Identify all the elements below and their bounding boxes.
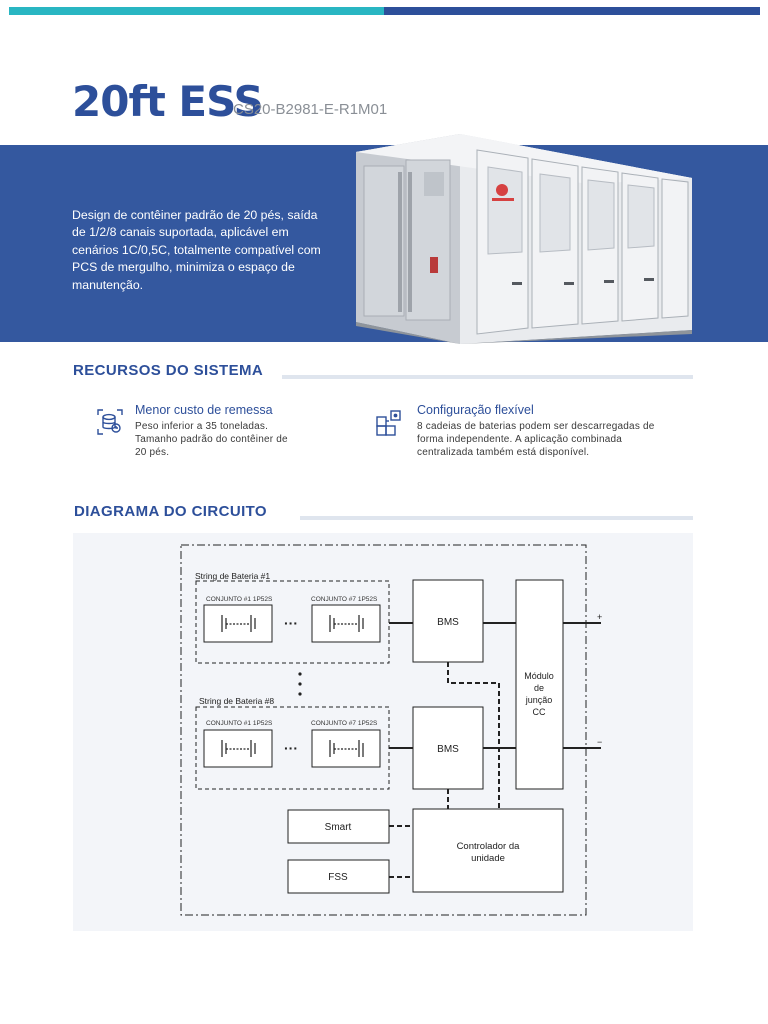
features-section-title: RECURSOS DO SISTEMA: [73, 362, 264, 379]
battery-cell-icon: [329, 740, 364, 757]
feature-line: 20 pés.: [135, 447, 170, 459]
system-boundary: [180, 544, 587, 916]
feature-line: 8 cadeias de baterias podem ser descarre…: [417, 421, 655, 432]
top-accent-bar-blue: [384, 7, 760, 15]
shipping-database-icon: [97, 409, 123, 435]
feature-text-flexible: 8 cadeias de baterias podem ser descarre…: [417, 420, 655, 460]
controller-label: unidade: [471, 853, 505, 864]
string-8-label: String de Bateria #8: [199, 696, 274, 706]
bms-label: BMS: [437, 744, 459, 755]
feature-line: Tamanho padrão do contêiner de: [135, 434, 288, 446]
battery-pack-7: [311, 604, 381, 643]
pack-7-label: CONJUNTO #7 1P52S: [311, 720, 378, 727]
fss-label: FSS: [328, 872, 348, 883]
pack-1-label: CONJUNTO #1 1P52S: [206, 720, 273, 727]
ellipsis: ···: [284, 615, 298, 631]
modular-grid-icon: [376, 410, 401, 436]
section-divider: [300, 516, 693, 520]
unit-controller-box: [412, 808, 564, 893]
dc-module-label: junção: [525, 695, 553, 705]
dc-positive-terminal: +: [597, 612, 602, 622]
diagram-section-title: DIAGRAMA DO CIRCUITO: [74, 503, 267, 520]
battery-cell-icon: [221, 615, 256, 632]
feature-title-flexible: Configuração flexível: [417, 403, 534, 417]
dc-junction-module: [515, 579, 564, 790]
smart-label: Smart: [325, 822, 352, 833]
ellipsis: ···: [284, 740, 298, 756]
dc-negative-terminal: −: [597, 737, 602, 747]
power-line: [389, 622, 601, 749]
string-1-label: String de Bateria #1: [195, 571, 270, 581]
feature-line: Peso inferior a 35 toneladas.: [135, 421, 269, 432]
hero-description: Design de contêiner padrão de 20 pés, sa…: [72, 208, 321, 292]
pack-1-label: CONJUNTO #1 1P52S: [206, 596, 273, 603]
fss-box: [287, 859, 390, 894]
battery-cell-icon: [221, 740, 256, 757]
section-divider: [282, 375, 693, 379]
dc-module-label: de: [534, 683, 544, 693]
bms-label: BMS: [437, 617, 459, 628]
dc-module-label: CC: [533, 707, 546, 717]
feature-line: centralizada também está disponível.: [417, 447, 590, 459]
control-line: [389, 662, 500, 878]
circuit-diagram: String de Bateria #1 CONJUNTO #1 1P52S C…: [180, 544, 602, 916]
energy-storage-container-image: [356, 134, 692, 344]
feature-text-shipping: Peso inferior a 35 toneladas. Tamanho pa…: [135, 420, 288, 460]
battery-cell-icon: [329, 615, 364, 632]
bms-box-1: [412, 579, 484, 663]
feature-title-shipping: Menor custo de remessa: [135, 403, 273, 417]
product-title: 20ft ESS: [72, 77, 264, 126]
vertical-ellipsis: [298, 672, 302, 696]
top-accent-bar-teal: [9, 7, 384, 15]
pack-7-label: CONJUNTO #7 1P52S: [311, 596, 378, 603]
dc-module-label: Módulo: [524, 671, 554, 681]
feature-line: forma independente. A aplicação combinad…: [417, 434, 623, 446]
product-model: CS20-B2981-E-R1M01: [233, 101, 388, 118]
controller-label: Controlador da: [457, 841, 521, 852]
smart-box: [287, 809, 390, 844]
